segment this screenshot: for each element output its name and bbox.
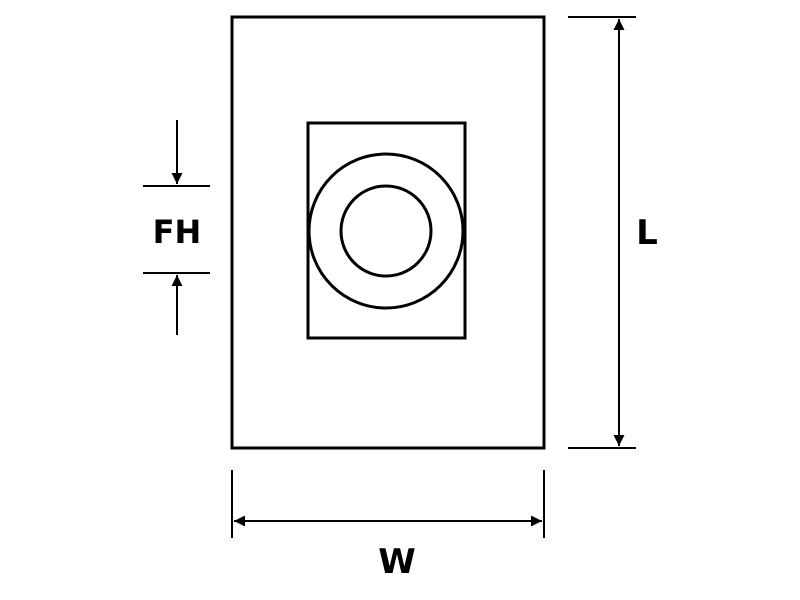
mount-base-outline: [230, 15, 546, 450]
length-label: L: [636, 213, 658, 253]
screw-hole-circle: [339, 184, 433, 278]
length-dimension: L: [568, 16, 658, 449]
fh-label: FH: [153, 213, 202, 251]
width-label: W: [378, 542, 416, 582]
fh-dimension: FH: [143, 120, 210, 335]
outer-ring-circle: [307, 152, 465, 310]
width-dimension: W: [231, 470, 545, 582]
